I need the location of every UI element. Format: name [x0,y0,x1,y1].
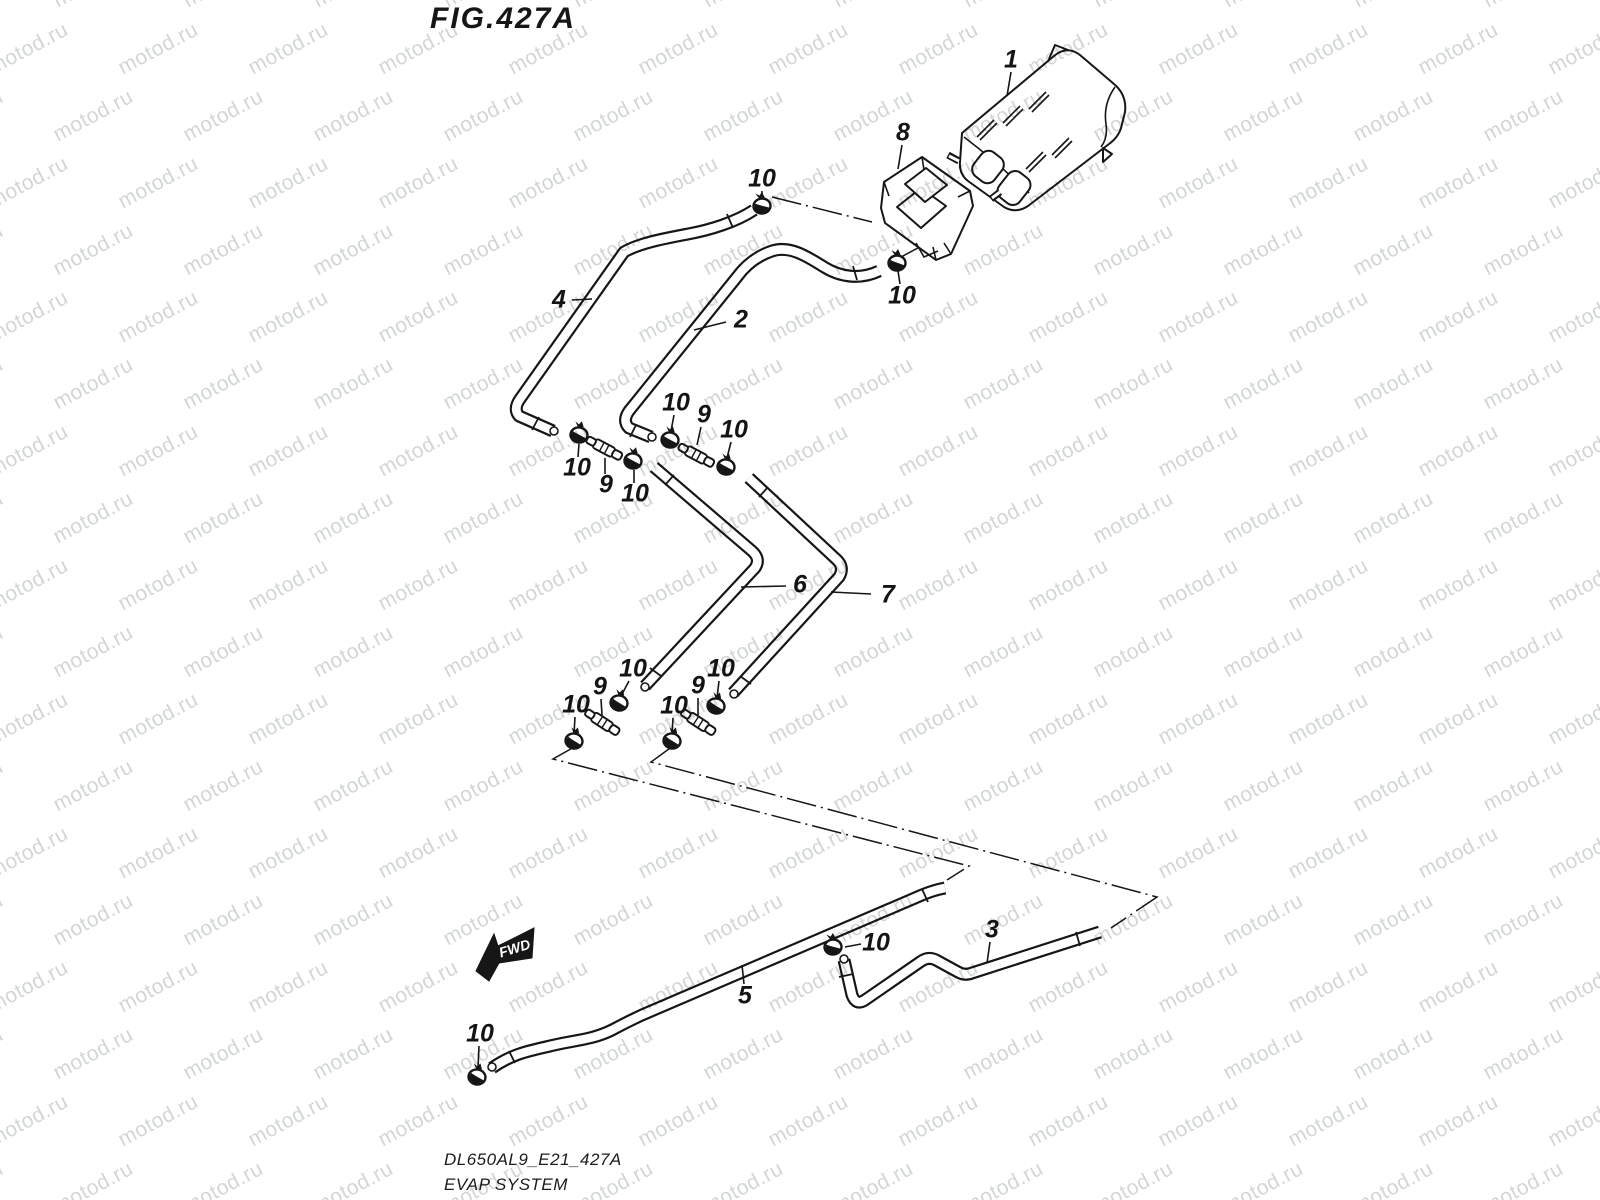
callout-leader [986,941,991,964]
callout-leader [573,716,576,735]
part-callout-1: 1 [1004,45,1018,74]
part-callout-10: 10 [562,690,590,719]
part-callout-10: 10 [619,654,647,683]
callout-leader [620,680,630,697]
callout-leader [1006,71,1012,97]
hose-4 [509,204,758,437]
figure-name: EVAP SYSTEM [444,1175,568,1194]
part-callout-2: 2 [734,305,748,334]
callout-leader [741,964,745,985]
part-callout-5: 5 [738,981,752,1010]
canister-part [946,44,1127,212]
callout-leader [897,144,903,170]
clamp-icon [887,247,907,272]
part-callout-10: 10 [563,453,591,482]
part-callout-10: 10 [748,164,776,193]
part-callout-7: 7 [881,580,895,609]
callout-leader [696,426,702,446]
fwd-arrow: FWD [475,927,535,982]
callout-leader [726,441,732,459]
hose-5 [487,881,947,1074]
clamp-icon [659,423,682,450]
part-callout-3: 3 [985,915,999,944]
part-callout-10: 10 [660,691,688,720]
part-callout-10: 10 [662,388,690,417]
hose-2 [619,243,882,444]
clamp-icon [607,686,632,714]
part-callout-10: 10 [720,415,748,444]
callout-leader [600,698,603,716]
callout-leader [670,414,675,432]
clamp-icon [715,450,738,477]
bracket-part [880,156,974,261]
part-callout-10: 10 [707,654,735,683]
part-callout-10: 10 [466,1019,494,1048]
callout-leader [577,443,580,458]
joint-icon [675,440,717,470]
hose-6 [640,462,764,692]
part-callout-9: 9 [599,470,613,499]
callout-leader [671,717,674,735]
part-callout-9: 9 [691,671,705,700]
part-callout-9: 9 [593,672,607,701]
figure-footer: DL650AL9_E21_427A EVAP SYSTEM [444,1147,622,1197]
hose-3 [837,925,1102,1009]
figure-title: FIG.427A [430,2,577,35]
callout-leader [844,943,862,948]
callout-leader [830,591,872,595]
callout-leader [693,321,727,331]
callout-leader [477,1045,480,1069]
part-callout-4: 4 [552,285,566,314]
callout-leader-lines [477,71,1012,1069]
hose-7 [728,473,848,699]
phantom-lines [551,196,1159,929]
canister-ports [946,149,1032,206]
part-callout-6: 6 [793,570,807,599]
part-callout-10: 10 [888,281,916,310]
figure-code: DL650AL9_E21_427A [444,1150,622,1169]
part-callout-10: 10 [621,479,649,508]
part-callout-9: 9 [697,400,711,429]
canister-vent-slots [976,91,1073,173]
part-callout-10: 10 [862,928,890,957]
callout-leader [740,585,787,588]
callout-leader [897,270,901,285]
callout-leader [716,680,720,699]
callout-leader [571,298,593,301]
part-callout-8: 8 [896,118,910,147]
clamp-icon [622,444,645,471]
